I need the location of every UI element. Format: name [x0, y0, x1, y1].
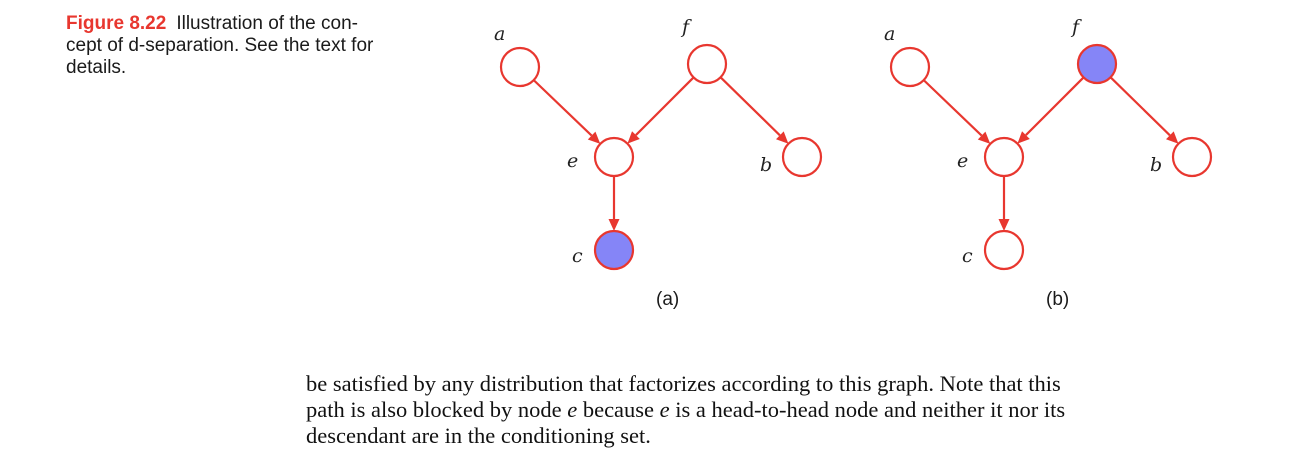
node-b	[781, 136, 823, 178]
node-a	[499, 46, 541, 88]
arrowhead-e-to-c	[998, 219, 1010, 231]
subfigure-label: (a)	[656, 289, 679, 310]
arrowhead-f-to-b	[776, 131, 789, 144]
graph-a: a f e b c (a)	[494, 16, 823, 310]
node-a	[889, 46, 931, 88]
node-label-c: c	[962, 245, 973, 267]
subfigure-label: (b)	[1046, 289, 1069, 310]
edge-f-to-b	[719, 76, 781, 137]
caption-text-3: details.	[66, 57, 127, 78]
node-label-b: b	[760, 154, 772, 176]
body-line-3: descendant are in the conditioning set.	[306, 423, 651, 448]
body-line-1: be satisfied by any distribution that fa…	[306, 371, 1061, 396]
edge-f-to-b	[1109, 76, 1171, 137]
body-paragraph: be satisfied by any distribution that fa…	[306, 371, 1266, 449]
arrowhead-f-to-b	[1166, 131, 1179, 144]
node-label-f: f	[1070, 16, 1082, 38]
node-label-c: c	[572, 245, 583, 267]
arrowhead-e-to-c	[608, 219, 620, 231]
arrowhead-f-to-e	[627, 131, 640, 144]
node-label-a: a	[494, 23, 505, 45]
figure-label: Figure 8.22	[66, 13, 167, 34]
caption-text-2: cept of d-separation. See the text for	[66, 35, 374, 56]
edge-a-to-e	[922, 79, 983, 137]
node-label-e: e	[567, 150, 578, 172]
node-b	[1171, 136, 1213, 178]
edge-f-to-e	[635, 76, 695, 136]
node-c	[983, 229, 1025, 271]
arrowhead-a-to-e	[977, 131, 991, 144]
node-label-e: e	[957, 150, 968, 172]
edge-f-to-e	[1025, 76, 1085, 136]
body-line-2: path is also blocked by node e because e…	[306, 397, 1066, 422]
node-c-observed	[593, 229, 635, 271]
node-label-a: a	[884, 23, 895, 45]
node-e	[983, 136, 1025, 178]
figure-caption: Figure 8.22 Illustration of the con- cept…	[66, 13, 466, 79]
arrowhead-a-to-e	[587, 131, 601, 144]
node-label-b: b	[1150, 154, 1162, 176]
node-e	[593, 136, 635, 178]
node-label-f: f	[680, 16, 692, 38]
arrowhead-f-to-e	[1017, 131, 1030, 144]
node-f-observed	[1076, 43, 1118, 85]
caption-text-1: Illustration of the con-	[176, 13, 358, 34]
caption-line-1: Figure 8.22 Illustration of the con-	[66, 13, 466, 35]
node-f	[686, 43, 728, 85]
graph-b: a f e b c (b)	[884, 16, 1213, 310]
edge-a-to-e	[532, 79, 593, 137]
